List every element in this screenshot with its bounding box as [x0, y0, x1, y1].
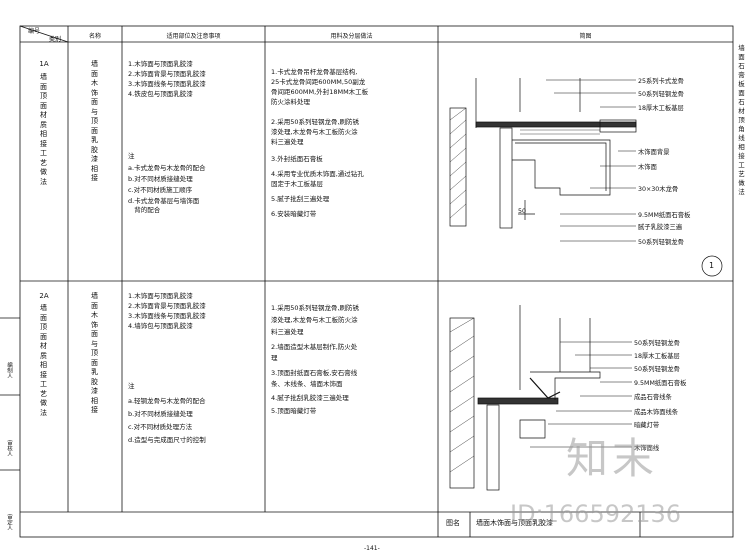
row1-material-7: 料三遍处理 — [271, 138, 304, 146]
row1-diagram-label-3: 18厚木工板基层 — [638, 105, 684, 112]
header-name: 名称 — [88, 33, 101, 40]
row1-material-4: 防火涂料处理 — [271, 98, 310, 106]
row1-diagram-label-6: 30×30木龙骨 — [638, 186, 679, 193]
watermark-brand: 知末 — [566, 434, 659, 483]
figure-name-label: 图名 — [446, 519, 460, 527]
right-margin-title: 墙面石膏板面石材顶角线相接工艺做法 — [738, 44, 745, 196]
row2-name: 墙面木饰面与顶面乳胶漆相接 — [91, 292, 98, 414]
margin-label-compiler: 编制人 — [6, 362, 12, 379]
row2-scope-2: 2.木饰面背景与顶面乳胶漆 — [128, 302, 206, 310]
header-diagram: 简图 — [579, 33, 592, 40]
row2-material-4: 2.墙面造型木基层制作,防火处 — [271, 343, 358, 351]
margin-label-reviewer: 审核人 — [6, 440, 12, 457]
row2-material-1: 1.采用50系列轻钢龙骨,刷防锈 — [271, 304, 360, 312]
row1-material-2: 25卡式龙骨间距600MM,50副龙 — [271, 78, 366, 86]
row1-material-11: 5.腻子批刮三遍处理 — [271, 195, 330, 203]
row1-material-12: 6.安装暗藏灯带 — [271, 210, 317, 218]
row2-diagram-label-4: 9.5MM纸面石膏板 — [634, 380, 687, 387]
row2-material-2: 漆处理,木龙骨与木工板防火涂 — [271, 316, 358, 324]
row1-diagram-label-2: 50系列轻钢龙骨 — [638, 91, 684, 98]
row1-diagram-label-1: 25系列卡式龙骨 — [638, 78, 684, 85]
row2-note-1: a.轻钢龙骨与木龙骨的配合 — [128, 397, 206, 405]
row2-material-9: 5.顶面暗藏灯带 — [271, 407, 317, 415]
row2-note-2: b.对不同材质接缝处理 — [128, 410, 193, 418]
row2-diagram-label-3: 50系列轻钢龙骨 — [634, 366, 680, 373]
row1-note-5: 背的配合 — [128, 206, 161, 214]
row1-material-1: 1.卡式龙骨吊杆龙骨基层结构, — [271, 68, 358, 76]
row2-material-6: 3.顶面封纸面石膏板,安石膏线 — [271, 369, 358, 377]
watermark-id: ID:166592136 — [510, 500, 682, 528]
row2-scope-4: 4.墙饰包与顶面乳胶漆 — [128, 322, 193, 330]
row1-diagram-label-9: 50系列轻钢龙骨 — [638, 239, 684, 246]
row1-name: 墙面木饰面与顶面乳胶漆相接 — [91, 60, 98, 182]
row2-material-8: 4.腻子批刮乳胶漆三遍处理 — [271, 394, 349, 402]
header-scope: 适用部位及注意事项 — [166, 33, 221, 40]
row2-diagram-label-6: 成品木饰面线条 — [634, 409, 679, 416]
figure-name: 墙面木饰面与顶面乳胶漆 — [476, 519, 553, 527]
row2-diagram-label-7: 暗藏灯带 — [634, 422, 660, 429]
row1-material-10: 固定于木工板基层 — [271, 180, 323, 188]
row1-note-3: c.对不同材质施工顺序 — [128, 186, 193, 194]
row2-material-7: 条、木线条、墙面木饰面 — [271, 380, 343, 388]
row1-scope-1: 1.木饰面与顶面乳胶漆 — [128, 60, 193, 68]
row1-diagram-number: 1 — [709, 261, 715, 270]
row1-material-6: 漆处理,木龙骨与木工板防火涂 — [271, 128, 358, 136]
page-number: -141- — [364, 545, 380, 552]
row1-material-5: 2.采用50系列轻钢龙骨,刷防锈 — [271, 118, 360, 126]
row2-scope-3: 3.木饰面线条与顶面乳胶漆 — [128, 312, 206, 320]
row1-diagram-label-4: 木饰面背景 — [638, 149, 670, 156]
row1-diagram-label-5: 木饰面 — [638, 164, 657, 171]
row1-diagram-label-8: 腻子乳胶漆三遍 — [638, 224, 683, 231]
header-number: 编号 — [27, 28, 40, 35]
row2-note-3: c.对不同材质处理方法 — [128, 423, 193, 431]
section-diagram-2 — [449, 305, 632, 491]
row1-code: 1A — [39, 60, 49, 68]
row2-diagram-label-2: 18厚木工板基层 — [634, 353, 680, 360]
section-diagram-1 — [449, 78, 723, 277]
row2-code: 2A — [39, 292, 49, 300]
row1-scope-3: 3.木饰面线条与顶面乳胶漆 — [128, 80, 206, 88]
row2-note-4: d.造型与完成面尺寸的控制 — [128, 436, 206, 444]
row2-note-title: 注 — [128, 382, 135, 390]
margin-label-approver: 审定人 — [6, 514, 12, 531]
row1-note-2: b.对不同材质接缝处理 — [128, 175, 193, 183]
row1-diagram-label-7: 9.5MM纸面石膏板 — [638, 212, 691, 219]
row1-note-title: 注 — [128, 152, 135, 160]
row1-material-3: 骨间距600MM,外封18MM木工板 — [271, 88, 369, 96]
row1-scope-4: 4.铁皮包与顶面乳胶漆 — [128, 90, 193, 98]
row2-scope-1: 1.木饰面与顶面乳胶漆 — [128, 292, 193, 300]
row2-diagram-label-8: 木饰面线 — [634, 445, 660, 452]
row2-material-5: 理 — [271, 354, 278, 362]
row1-material-8: 3.外封纸面石膏板 — [271, 155, 323, 163]
row2-category: 墙面顶面材质相接工艺做法 — [40, 304, 47, 417]
row2-diagram-label-5: 成品石膏线条 — [634, 394, 672, 401]
row1-material-9: 4.采用专业优质木饰面,通过钻孔 — [271, 170, 364, 178]
row2-diagram-label-1: 50系列轻钢龙骨 — [634, 340, 680, 347]
row2-material-3: 料三遍处理 — [271, 328, 304, 336]
header-category: 类别 — [48, 36, 61, 43]
row1-category: 墙面顶面材质相接工艺做法 — [40, 73, 47, 186]
row1-scope-2: 2.木饰面背景与顶面乳胶漆 — [128, 70, 206, 78]
header-materials: 用料及分层做法 — [330, 33, 373, 40]
row1-diagram-dimension: 50 — [518, 208, 527, 215]
row1-note-1: a.卡式龙骨与木龙骨的配合 — [128, 164, 206, 172]
row1-note-4: d.卡式龙骨基层与墙饰面 — [128, 197, 200, 205]
